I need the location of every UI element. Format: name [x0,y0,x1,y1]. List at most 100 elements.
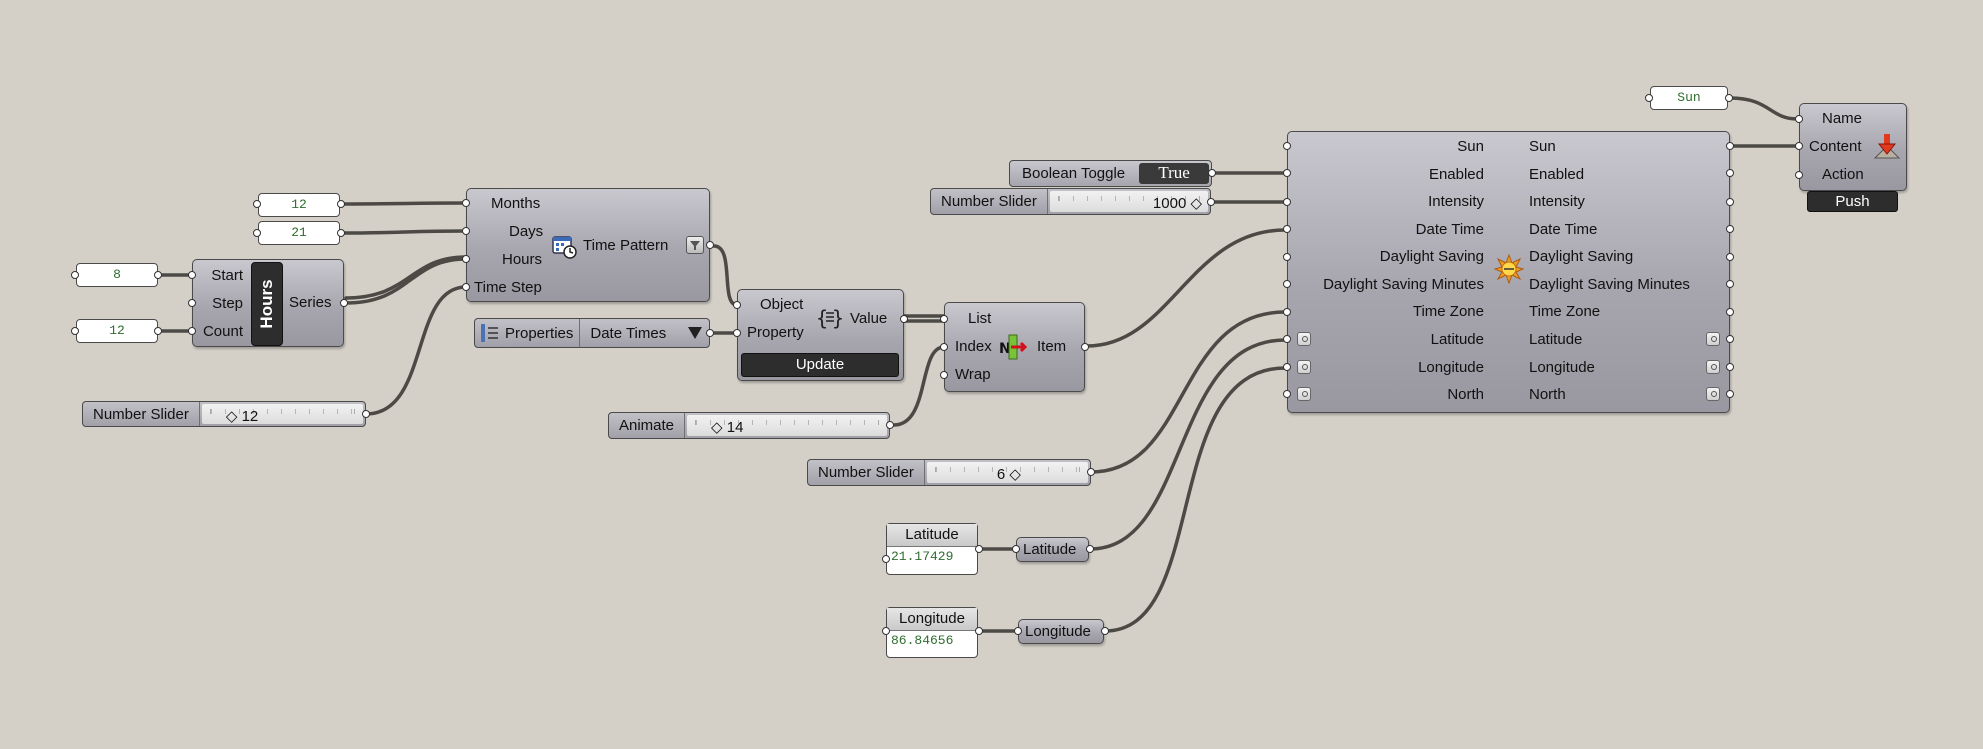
property-component[interactable]: Object Property { } Value Update [737,289,904,381]
port[interactable] [1726,225,1734,233]
li-input-index[interactable]: Index [955,338,992,355]
intensity-slider-rail[interactable]: 1000 ◇ [1049,191,1208,212]
port[interactable] [1081,343,1089,351]
port[interactable] [706,329,714,337]
timezone-number-slider[interactable]: Number Slider 6 ◇ [807,459,1091,486]
sun-in-longitude[interactable]: Longitude [1418,359,1484,376]
port[interactable] [1283,335,1291,343]
port[interactable] [1795,115,1803,123]
sun-in-datetime[interactable]: Date Time [1415,221,1484,238]
sun-out-daylight-saving[interactable]: Daylight Saving [1529,248,1634,265]
list-item-component[interactable]: List Index Wrap N Item [944,302,1085,392]
days-panel[interactable]: 21 [258,221,340,245]
sun-in-dst-minutes[interactable]: Daylight Saving Minutes [1323,276,1484,293]
port[interactable] [733,301,741,309]
series-output-label[interactable]: Series [289,294,332,311]
port[interactable] [975,545,983,553]
do-input-name[interactable]: Name [1822,110,1863,127]
port[interactable] [253,229,261,237]
intensity-number-slider[interactable]: Number Slider 1000 ◇ [930,188,1211,215]
port[interactable] [462,227,470,235]
port[interactable] [188,271,196,279]
port[interactable] [462,283,470,291]
port[interactable] [706,241,714,249]
sun-out-timezone[interactable]: Time Zone [1529,303,1601,320]
port[interactable] [1283,363,1291,371]
port[interactable] [188,327,196,335]
port[interactable] [1283,198,1291,206]
time-pattern-component[interactable]: Months Days Hours Time Step Time Pattern [466,188,710,302]
properties-value-list[interactable]: Properties Date Times [474,318,710,348]
dropdown-arrow-icon[interactable] [687,326,703,340]
boolean-toggle[interactable]: Boolean Toggle True [1009,160,1212,187]
longitude-relay[interactable]: Longitude [1018,619,1104,644]
sun-out-enabled[interactable]: Enabled [1529,166,1585,183]
port[interactable] [1726,253,1734,261]
sun-in-sun[interactable]: Sun [1457,138,1484,155]
boolean-toggle-value[interactable]: True [1139,163,1209,184]
sun-in-intensity[interactable]: Intensity [1428,193,1484,210]
port[interactable] [1726,169,1734,177]
port[interactable] [733,329,741,337]
animate-slider[interactable]: Animate ◇ 14 [608,412,890,439]
port[interactable] [1726,280,1734,288]
port[interactable] [337,229,345,237]
sun-out-latitude[interactable]: Latitude [1529,331,1583,348]
port[interactable] [940,371,948,379]
prop-input-object[interactable]: Object [760,296,804,313]
port[interactable] [886,421,894,429]
data-output-component[interactable]: Name Content Action [1799,103,1907,191]
tp-input-days[interactable]: Days [509,223,544,240]
hours-number-slider[interactable]: Number Slider ◇ 12 [82,401,366,427]
prop-output-value[interactable]: Value [850,310,888,327]
port[interactable] [882,555,890,563]
properties-selected[interactable]: Date Times [580,319,709,347]
port[interactable] [1014,627,1022,635]
port[interactable] [1795,142,1803,150]
port[interactable] [1208,169,1216,177]
port[interactable] [1726,335,1734,343]
port[interactable] [462,199,470,207]
port[interactable] [1283,280,1291,288]
do-input-content[interactable]: Content [1809,138,1862,155]
sun-in-latitude[interactable]: Latitude [1430,331,1484,348]
port[interactable] [882,627,890,635]
longitude-panel[interactable]: Longitude 86.84656 [886,607,978,658]
prop-input-property[interactable]: Property [747,324,804,341]
tp-input-hours[interactable]: Hours [502,251,543,268]
port[interactable] [340,299,348,307]
port[interactable] [1283,390,1291,398]
filter-icon[interactable] [686,236,704,254]
port[interactable] [188,299,196,307]
port[interactable] [1725,94,1733,102]
port[interactable] [253,200,261,208]
sun-out-intensity[interactable]: Intensity [1529,193,1585,210]
series-input-count[interactable]: Count [202,323,243,340]
series-input-step[interactable]: Step [212,295,243,312]
push-button[interactable]: Push [1807,191,1898,212]
tp-input-timestep[interactable]: Time Step [474,279,542,296]
series-input-start[interactable]: Start [211,267,243,284]
sun-out-sun[interactable]: Sun [1529,138,1556,155]
sun-out-north[interactable]: North [1529,386,1566,403]
port[interactable] [462,255,470,263]
port[interactable] [71,327,79,335]
port[interactable] [154,271,162,279]
port[interactable] [71,271,79,279]
port[interactable] [1726,363,1734,371]
port[interactable] [154,327,162,335]
sun-component[interactable]: Sun Enabled Intensity Date Time Daylight… [1287,131,1730,413]
port[interactable] [337,200,345,208]
port[interactable] [1795,171,1803,179]
series-component[interactable]: Start Step Count Hours [192,259,344,347]
tp-output[interactable]: Time Pattern [583,237,669,254]
port[interactable] [1726,142,1734,150]
sun-out-longitude[interactable]: Longitude [1529,359,1595,376]
sun-in-north[interactable]: North [1447,386,1484,403]
li-output-item[interactable]: Item [1037,338,1067,355]
port[interactable] [1086,545,1094,553]
latitude-panel[interactable]: Latitude 21.17429 [886,523,978,575]
sun-out-dst-minutes[interactable]: Daylight Saving Minutes [1529,276,1690,293]
port[interactable] [940,343,948,351]
port[interactable] [362,410,370,418]
